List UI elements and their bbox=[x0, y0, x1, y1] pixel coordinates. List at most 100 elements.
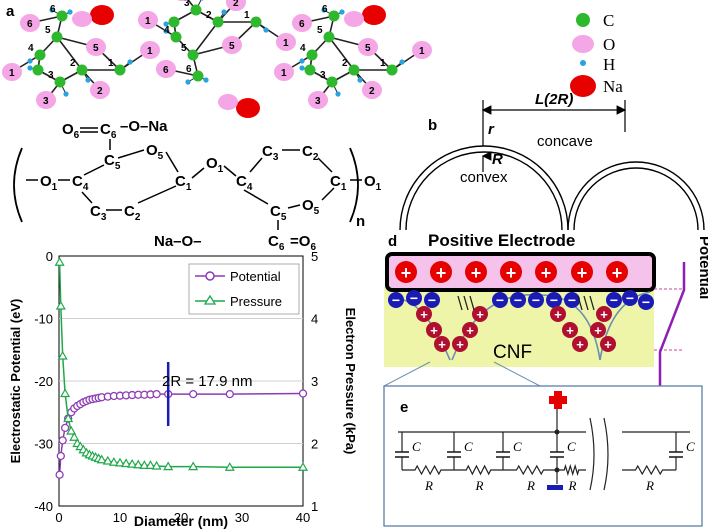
period-label: L(2R) bbox=[535, 91, 573, 108]
carbon-number: 1 bbox=[244, 10, 250, 21]
carbon-atom bbox=[34, 49, 46, 61]
oxygen-number: 2 bbox=[233, 0, 239, 9]
panel-label-b: b bbox=[428, 117, 437, 134]
potential-label: Potential bbox=[696, 236, 708, 299]
hydrogen-atom bbox=[203, 77, 209, 83]
cation-charges: ++++++++++++ bbox=[416, 306, 616, 352]
hydrogen-atom bbox=[127, 59, 133, 65]
electrode-plus-symbol: + bbox=[577, 263, 588, 283]
pressure-point bbox=[133, 459, 144, 469]
negative-terminal bbox=[547, 485, 563, 490]
carbon-number: 5 bbox=[45, 25, 51, 36]
carbon-atom bbox=[323, 31, 335, 43]
hydrogen-atom bbox=[49, 7, 55, 13]
panel-label-e: e bbox=[400, 399, 408, 416]
y-tick-label: -30 bbox=[34, 437, 53, 452]
arc-inner-right bbox=[573, 167, 699, 231]
hydrogen-atom bbox=[185, 79, 191, 85]
electron-minus-symbol: − bbox=[514, 292, 522, 308]
arc-inner-left bbox=[405, 151, 563, 231]
panel-d-electrode: d Positive Electrode +++++++ −−−−−−−−−−−… bbox=[384, 231, 708, 410]
pressure-point bbox=[297, 462, 309, 471]
formula-o1-left: O1 bbox=[40, 173, 58, 193]
electrode-plus-symbol: + bbox=[436, 263, 447, 283]
electrode-plus-symbol: + bbox=[471, 263, 482, 283]
potential-point bbox=[152, 389, 161, 399]
electrode-plus-charge bbox=[465, 261, 487, 283]
pressure-point bbox=[96, 454, 107, 464]
electron-charge bbox=[424, 292, 440, 308]
carbon-atom bbox=[56, 10, 68, 22]
oxygen-atom bbox=[177, 0, 187, 1]
chart-y-axis-label: Electrostatic Potential (eV) bbox=[8, 299, 23, 464]
y-tick-label: -20 bbox=[34, 374, 53, 389]
big-radius-label: R bbox=[492, 151, 503, 168]
oxygen-number: 1 bbox=[281, 68, 287, 79]
panel-label-d: d bbox=[388, 233, 397, 250]
resistor bbox=[557, 463, 586, 477]
electron-minus-symbol: − bbox=[496, 292, 504, 308]
carbon-atom bbox=[328, 10, 340, 22]
electron-charge bbox=[406, 290, 422, 306]
convex-label: convex bbox=[460, 169, 508, 186]
legend-carbon-label: C bbox=[603, 11, 614, 30]
formula-c4-right: C4 bbox=[236, 173, 253, 193]
oxygen-number: 2 bbox=[369, 86, 375, 97]
carbon-atom bbox=[114, 64, 126, 76]
oxygen-atom bbox=[72, 11, 92, 27]
electron-minus-symbol: − bbox=[410, 290, 418, 306]
carbon-number: 2 bbox=[206, 10, 212, 21]
panel-b-geometry: b L(2R) r R concave convex bbox=[399, 91, 705, 231]
formula-c6-top: C6 bbox=[100, 121, 117, 141]
formula-c2-right: C2 bbox=[302, 143, 319, 163]
carbon-atom bbox=[76, 64, 88, 76]
oxygen-atom bbox=[36, 91, 56, 109]
potential-profile-line bbox=[658, 262, 686, 410]
resistor bbox=[454, 464, 503, 476]
carbon-number: 2 bbox=[342, 58, 348, 69]
electron-charge bbox=[546, 292, 562, 308]
formula-c6-bottom: C6 bbox=[268, 233, 285, 253]
electron-minus-symbol: − bbox=[428, 292, 436, 308]
arc-outer-left bbox=[399, 145, 569, 231]
carbon-atom bbox=[212, 16, 224, 28]
carbon-number: 1 bbox=[380, 58, 386, 69]
electrode-plus-symbol: + bbox=[401, 263, 412, 283]
oxygen-atom bbox=[308, 91, 328, 109]
molecule-model: 452361132561452361132561452361132561 bbox=[2, 0, 432, 118]
oxygen-atom bbox=[222, 36, 242, 54]
hydrogen-atom bbox=[67, 9, 73, 15]
cation-plus-symbol: + bbox=[576, 337, 584, 352]
hydrogen-atom bbox=[27, 58, 33, 64]
formula-c1-right: C1 bbox=[330, 173, 347, 193]
hydrogen-atom bbox=[335, 91, 341, 97]
chart-x-axis-label: Diameter (nm) bbox=[134, 513, 228, 529]
carbon-atom bbox=[170, 31, 182, 43]
carbon-number: 5 bbox=[181, 43, 187, 54]
hydrogen-atom bbox=[221, 9, 227, 15]
legend-hydrogen-atom bbox=[580, 60, 586, 66]
pressure-point bbox=[139, 460, 150, 469]
electron-charge bbox=[638, 294, 654, 310]
oxygen-atom bbox=[86, 38, 106, 56]
pressure-point bbox=[188, 461, 199, 471]
carbon-number: 3 bbox=[48, 70, 54, 81]
oxygen-atom bbox=[20, 14, 40, 32]
cation-plus-symbol: + bbox=[600, 307, 608, 322]
hydrogen-atom bbox=[63, 91, 69, 97]
cation-charge bbox=[600, 336, 616, 352]
oxygen-atom bbox=[344, 11, 364, 27]
x-tick-label: 40 bbox=[296, 510, 310, 525]
cation-plus-symbol: + bbox=[456, 337, 464, 352]
electron-minus-symbol: − bbox=[532, 292, 540, 308]
zoom-line-right bbox=[493, 361, 541, 387]
oxygen-number: 1 bbox=[147, 46, 153, 57]
potential-point bbox=[225, 389, 234, 399]
oxygen-number: 3 bbox=[43, 96, 49, 107]
cation-plus-symbol: + bbox=[594, 323, 602, 338]
carbon-number: 4 bbox=[28, 43, 34, 54]
electron-charge bbox=[388, 292, 404, 308]
pressure-point bbox=[60, 388, 71, 398]
cnf-label: CNF bbox=[493, 342, 532, 363]
